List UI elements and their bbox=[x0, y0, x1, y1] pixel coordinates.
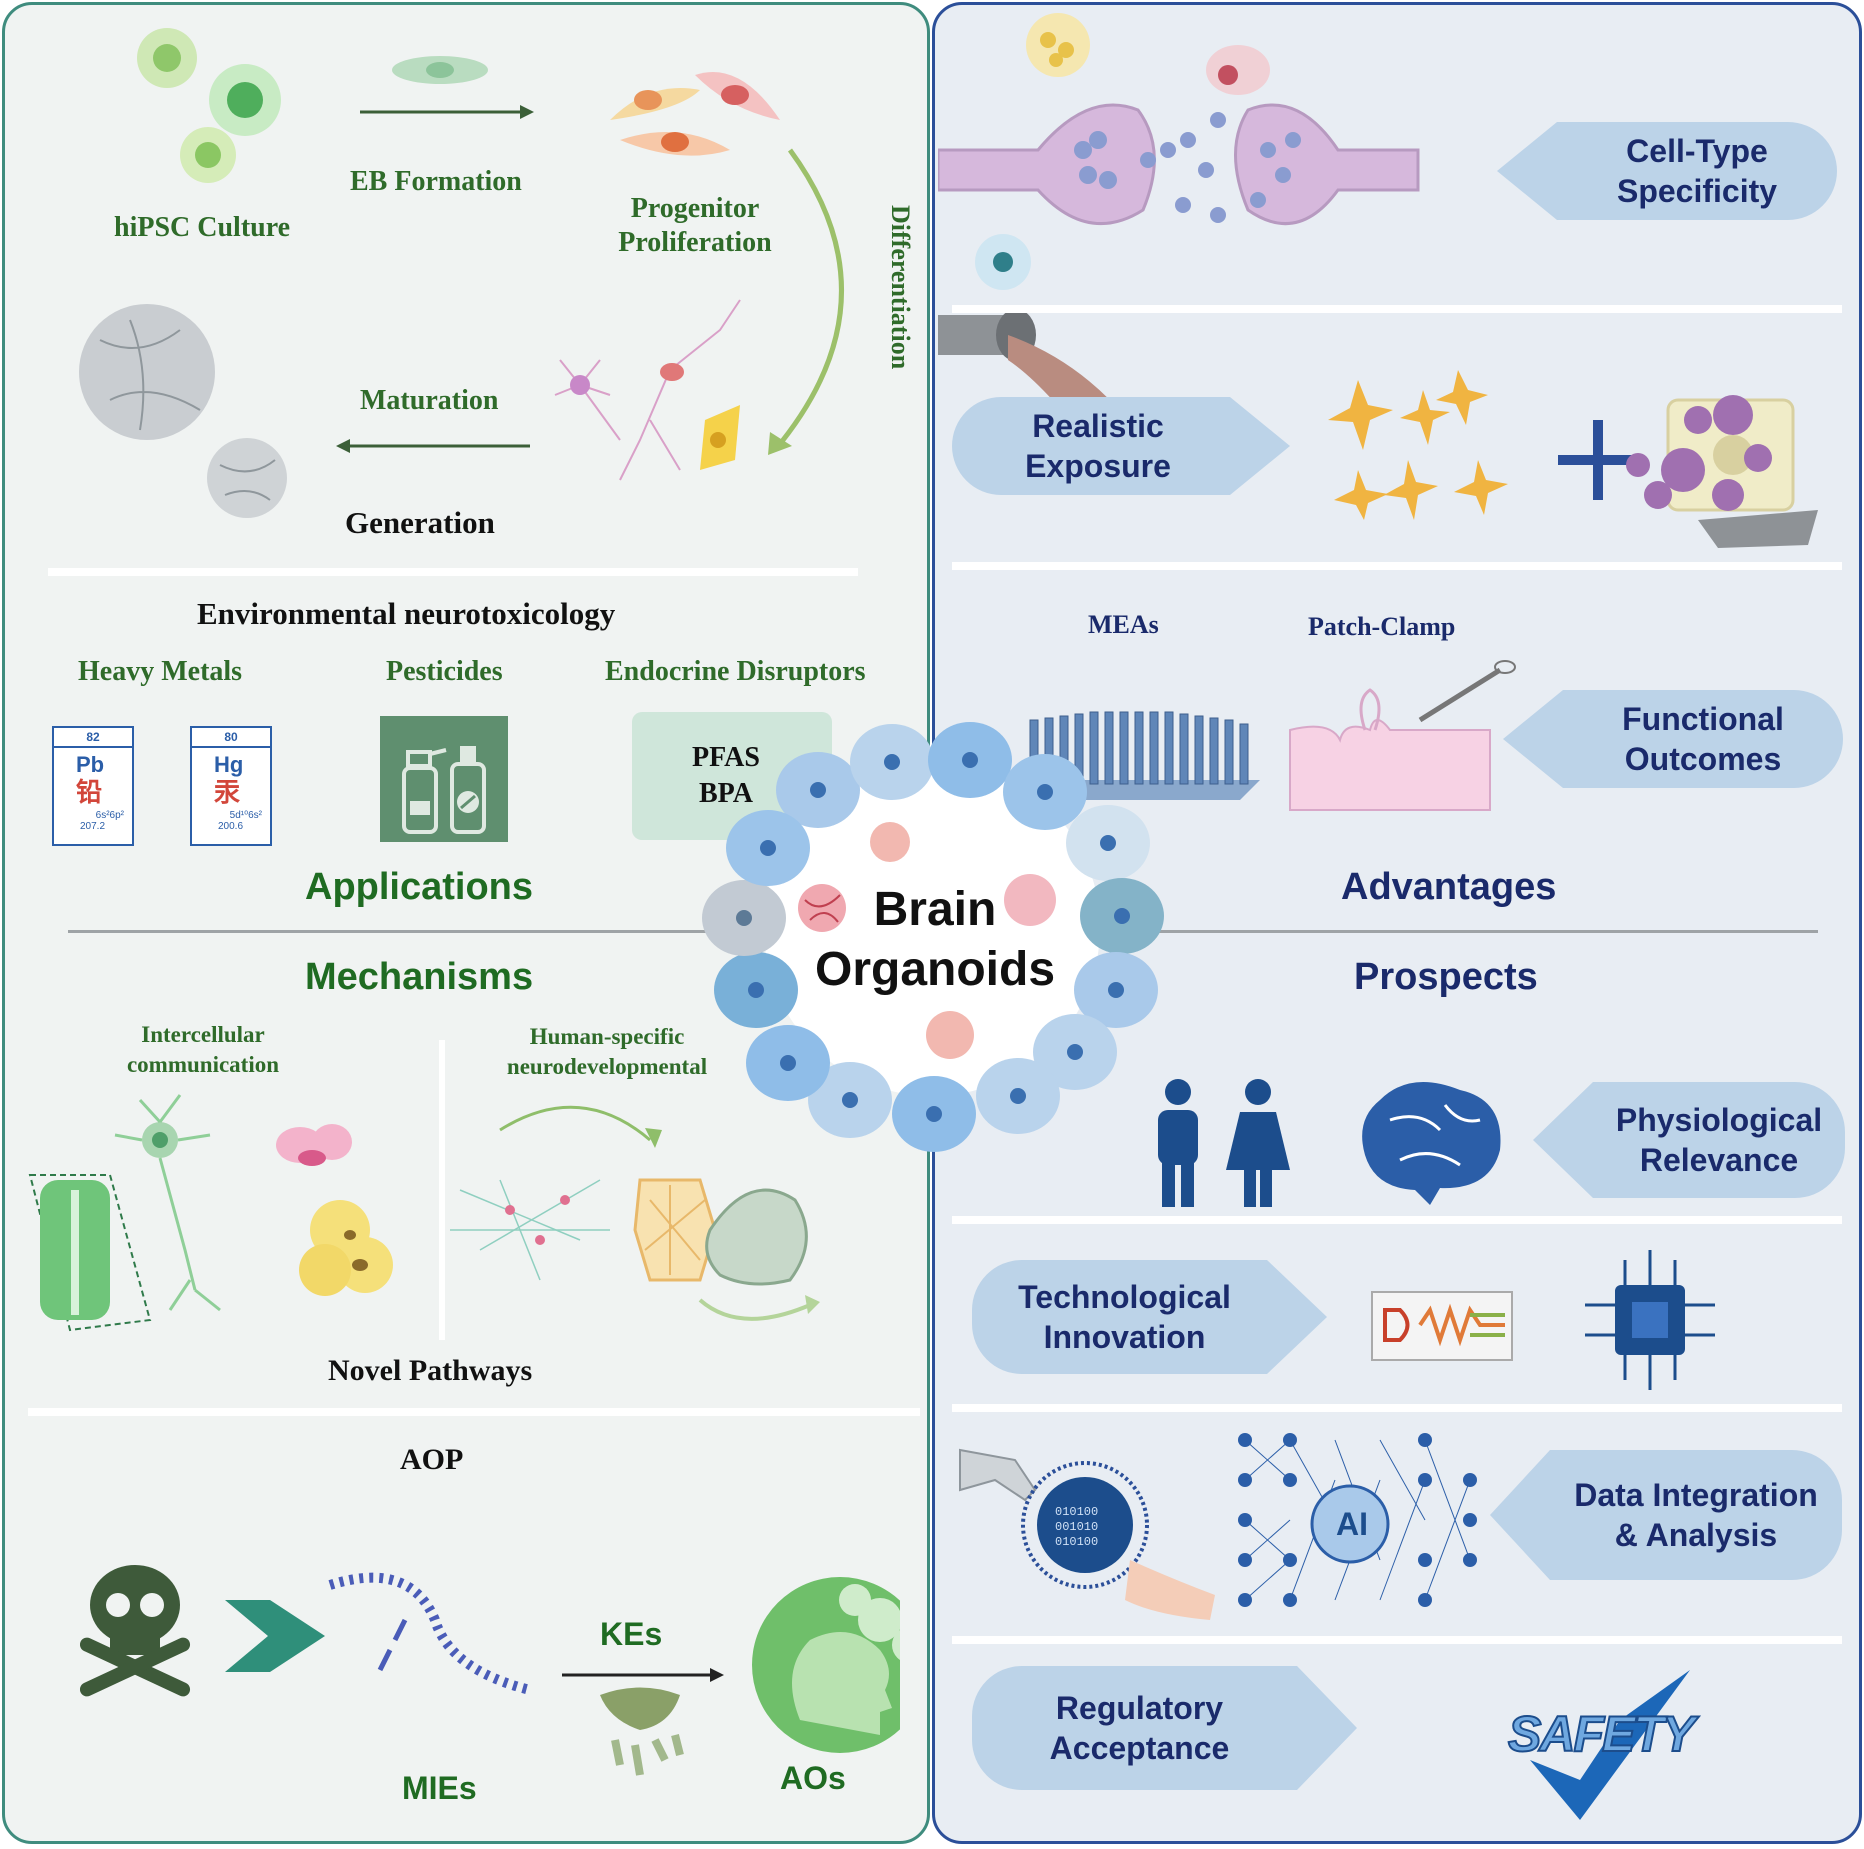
tech-illustrations bbox=[1371, 1250, 1715, 1390]
aop-label: AOP bbox=[400, 1443, 464, 1476]
mea-patch-illustrations bbox=[1010, 660, 1516, 811]
skull-icon bbox=[80, 1565, 191, 1697]
divider bbox=[952, 1216, 1842, 1224]
meas-label: MEAs bbox=[1088, 610, 1159, 639]
circuit-chip-icon bbox=[1585, 1250, 1715, 1390]
glia-cell-icon bbox=[1206, 45, 1270, 95]
advantages-header: Advantages bbox=[1341, 866, 1557, 908]
brain-section-icon bbox=[705, 1188, 808, 1286]
progenitor-label: Progenitor Proliferation bbox=[618, 193, 772, 258]
microfluidic-chip-icon bbox=[1371, 1291, 1513, 1361]
pesticides-label: Pesticides bbox=[386, 656, 503, 687]
realistic-exposure-tag: Realistic Exposure bbox=[952, 397, 1290, 495]
pb-element-card: 82 Pb 铅 6s²6p² 207.2 bbox=[52, 726, 134, 846]
divider bbox=[952, 1636, 1842, 1644]
brain-organoid-ring bbox=[702, 722, 1164, 1152]
safety-checkmark-icon bbox=[1530, 1670, 1690, 1820]
ai-label: AI bbox=[1336, 1506, 1368, 1542]
heavy-metals-label: Heavy Metals bbox=[78, 656, 243, 687]
mechanisms-illustrations bbox=[28, 1094, 820, 1332]
hipsc-label: hiPSC Culture bbox=[114, 212, 291, 243]
physiological-illustrations bbox=[1158, 1079, 1501, 1207]
yellow-cells-icon bbox=[299, 1200, 393, 1296]
divider bbox=[48, 568, 858, 576]
divider bbox=[952, 562, 1842, 570]
female-figure-icon bbox=[1226, 1079, 1290, 1207]
mechanisms-vertical-divider bbox=[439, 1040, 445, 1340]
ai-illustrations: 010100 001010 010100 bbox=[959, 1433, 1477, 1620]
novel-pathways-label: Novel Pathways bbox=[328, 1354, 533, 1387]
endocrine-label: Endocrine Disruptors bbox=[605, 656, 866, 687]
maturation-label: Maturation bbox=[360, 385, 499, 416]
advantages-illustrations bbox=[938, 13, 1818, 548]
eb-formation-label: EB Formation bbox=[350, 166, 522, 197]
generation-illustrations bbox=[79, 28, 844, 518]
robot-hand-icon: 010100 001010 010100 bbox=[959, 1448, 1149, 1589]
divider bbox=[28, 1408, 920, 1416]
mitochondria-icon bbox=[600, 1687, 680, 1730]
neurons-icon bbox=[554, 299, 741, 481]
organoid-large-icon bbox=[79, 304, 215, 440]
patch-clamp-label: Patch-Clamp bbox=[1308, 612, 1456, 641]
organoid-small-icon bbox=[207, 438, 287, 518]
aos-label: AOs bbox=[780, 1760, 846, 1796]
divider bbox=[952, 1404, 1842, 1412]
prospects-header: Prospects bbox=[1354, 956, 1538, 998]
mechanisms-header: Mechanisms bbox=[305, 956, 534, 998]
divider bbox=[952, 305, 1842, 313]
fat-cell-icon bbox=[1026, 13, 1090, 77]
human-hand-icon bbox=[1125, 1560, 1215, 1620]
aop-illustrations bbox=[80, 1565, 900, 1776]
differentiation-label: Differentiation bbox=[886, 205, 915, 370]
neural-network-icon bbox=[450, 1179, 610, 1281]
svg-text:010100: 010100 bbox=[1055, 1535, 1098, 1549]
mini-organoid-icon bbox=[870, 822, 910, 862]
particles-icon bbox=[1328, 370, 1508, 520]
data-integration-tag: Data Integration& Analysis bbox=[1490, 1450, 1842, 1580]
human-specific-label: Human-specific neurodevelopmental bbox=[506, 1024, 708, 1079]
patch-clamp-icon bbox=[1289, 660, 1516, 811]
kes-label: KEs bbox=[600, 1616, 663, 1652]
dna-icon bbox=[328, 1572, 532, 1695]
brain-organoids-title: Brain Organoids bbox=[814, 883, 1056, 996]
brain-icon bbox=[1362, 1082, 1501, 1205]
mies-label: MIEs bbox=[402, 1770, 477, 1806]
svg-text:010100: 010100 bbox=[1055, 1505, 1098, 1519]
male-figure-icon bbox=[1158, 1079, 1198, 1207]
pfas-bpa-label: PFAS BPA bbox=[692, 742, 760, 809]
applications-header: Applications bbox=[305, 866, 534, 908]
pesticide-sprayer-icon bbox=[380, 716, 508, 842]
intercellular-label: Intercellular communication bbox=[126, 1022, 280, 1077]
hg-element-card: 80 Hg 汞 5d¹⁰6s² 200.6 bbox=[190, 726, 272, 846]
generation-title: Generation bbox=[345, 505, 495, 540]
hipsc-cells-icon bbox=[137, 28, 281, 183]
safety-label: SAFETY bbox=[1507, 1705, 1696, 1763]
teal-arrow-icon bbox=[225, 1600, 325, 1672]
applications-subtitle: Environmental neurotoxicology bbox=[197, 596, 616, 631]
progenitor-cells-icon bbox=[610, 72, 780, 156]
svg-text:001010: 001010 bbox=[1055, 1520, 1098, 1534]
